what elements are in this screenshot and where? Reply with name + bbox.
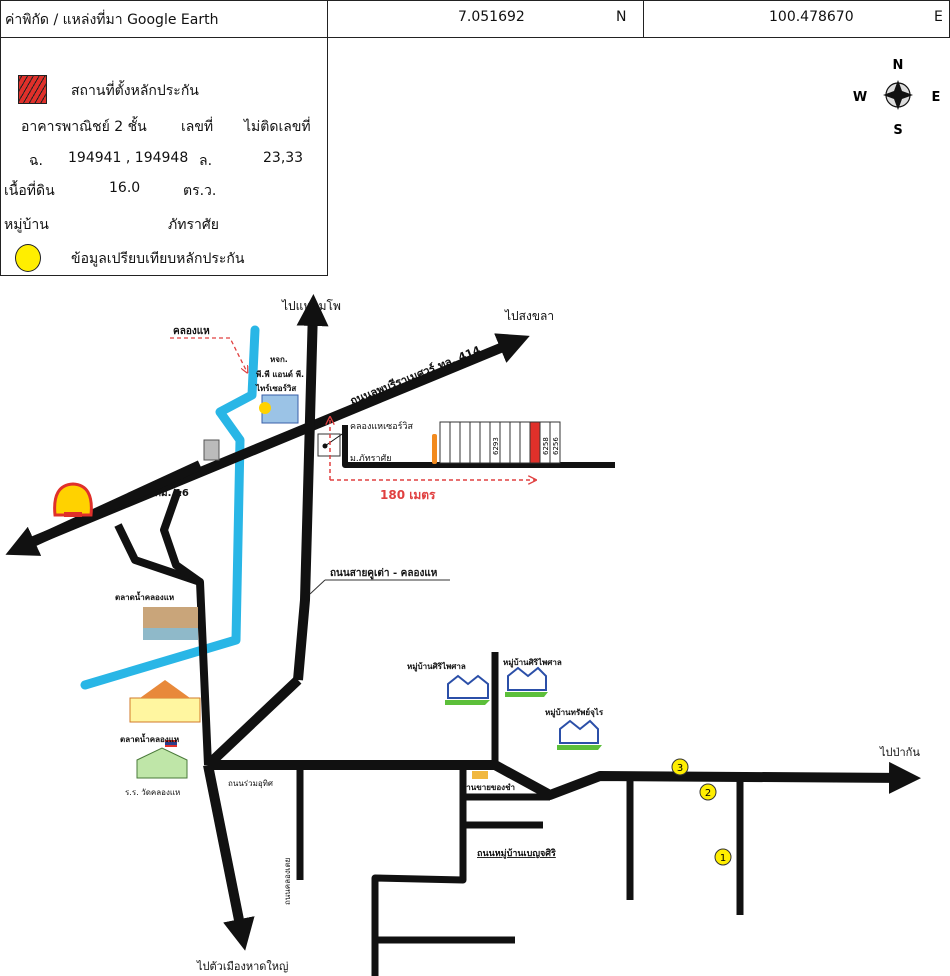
compass-s: S: [893, 123, 902, 138]
legend-house-no-label: เลขที่: [181, 119, 214, 135]
legend-comparison: ข้อมูลเปรียบเทียบหลักประกัน: [71, 251, 245, 267]
road-pattrasai: [342, 425, 615, 468]
plot-6258: 6258: [542, 437, 550, 455]
road-to-laem-pho: [293, 294, 329, 681]
plot-6293: 6293: [492, 437, 500, 455]
temple-icon: [129, 680, 201, 723]
label-canal: คลองแห: [173, 326, 210, 337]
label-ruam-uthit: ถนนร่วมอุทิศ: [228, 779, 273, 788]
label-benjasiri: ถนนหมู่บ้านเบญจศิริ: [477, 848, 556, 859]
comparison-point-1: 1: [714, 848, 732, 866]
floating-market-photo: [143, 607, 198, 640]
roads: [5, 294, 921, 976]
svg-text:1: 1: [720, 853, 726, 864]
latitude-value: 7.051692: [458, 9, 525, 25]
label-village-siri-2: หมู่บ้านศิริไพศาล: [503, 657, 562, 668]
comparison-point-3: 3: [671, 758, 689, 776]
label-school: ร.ร. วัดคลองแห: [125, 788, 180, 797]
comparison-swatch-icon: [15, 244, 41, 272]
highway-414-west: [5, 460, 203, 556]
label-floating-market-1: ตลาดน้ำคลองแห: [115, 591, 174, 602]
label-to-laem-pho: ไปแหลมโพ: [281, 299, 341, 313]
label-khlong-toei: ถนนคลองเตย: [283, 858, 292, 905]
label-village-siri-1: หมู่บ้านศิริไพศาล: [407, 661, 466, 672]
label-shop-2: พี.พี แอนด์ พี.: [256, 369, 304, 379]
shophouse-row: [439, 421, 561, 464]
legend-village-value: ภัทราศัย: [168, 217, 219, 233]
compass-n: N: [893, 58, 904, 73]
label-to-songkhla: ไปสงขลา: [504, 309, 554, 323]
compass-w: W: [853, 90, 867, 105]
legend-box: สถานที่ตั้งหลักประกัน อาคารพาณิชย์ 2 ชั้…: [0, 37, 328, 276]
legend-area-value: 16.0: [109, 180, 141, 196]
legend-deed-numbers: 194941 , 194948: [68, 150, 189, 166]
village-icon-2: [505, 666, 548, 697]
village-icon-3: [557, 719, 602, 750]
road-benjasiri: [371, 770, 467, 976]
label-floating-market-2: ตลาดน้ำคลองแห: [120, 733, 179, 744]
label-shop-1: หจก.: [270, 355, 288, 364]
compass-e: E: [932, 90, 941, 105]
collateral-plot: [529, 421, 541, 464]
legend-deed-prefix: ฉ.: [29, 153, 43, 169]
canal: [80, 325, 260, 690]
thai-flag-icon: [165, 740, 177, 747]
label-grocery: ร้านขายของชำ: [462, 782, 515, 792]
legend-lot-prefix: ล.: [199, 153, 213, 169]
km-post-icon: [203, 439, 220, 461]
label-shop-3: ไทร์เซอร์วิส: [255, 383, 296, 393]
source-label: ค่าพิกัด / แหล่งที่มา Google Earth: [5, 12, 219, 28]
shell-logo-icon: [53, 482, 93, 517]
legend-house-no-value: ไม่ติดเลขที่: [244, 119, 311, 135]
collateral-swatch-icon: [18, 75, 47, 104]
latitude-unit: N: [616, 9, 627, 25]
comparison-point-2: 2: [699, 783, 717, 801]
tire-shop-icon: [259, 394, 299, 424]
label-service: คลองแหเซอร์วิส: [350, 420, 414, 432]
label-km16: กม. 16: [155, 488, 189, 499]
legend-area-label: เนื้อที่ดิน: [4, 183, 55, 199]
label-pattrasai: ม.ภัทราศัย: [350, 454, 392, 464]
road-ku-tao: [204, 676, 302, 769]
road-to-hat-yai: [203, 764, 255, 951]
village-icon-1: [445, 674, 490, 705]
compass-icon: N S E W: [853, 58, 941, 138]
legend-lot-numbers: 23,33: [263, 150, 304, 166]
orange-marker: [432, 434, 437, 464]
label-to-pa-kan: ไปป่ากัน: [879, 746, 920, 759]
svg-text:3: 3: [677, 763, 683, 774]
label-ku-tao: ถนนสายคูเต่า - คลองแห: [330, 567, 438, 580]
road-ruam-uthit: [208, 760, 921, 800]
legend-building: อาคารพาณิชย์ 2 ชั้น: [21, 119, 147, 135]
legend-area-unit: ตร.ว.: [183, 183, 217, 199]
svg-text:2: 2: [705, 788, 711, 799]
school-icon: [136, 747, 188, 779]
longitude-unit: E: [934, 9, 943, 25]
label-highway: ถนนลพบุรีราเมศวร์ ทล. 414: [348, 343, 483, 408]
branch-road-1: [114, 523, 212, 766]
label-to-hat-yai: ไปตัวเมืองหาดใหญ่: [196, 960, 288, 973]
longitude-value: 100.478670: [769, 9, 854, 25]
grocery-icon: [472, 771, 488, 779]
legend-collateral: สถานที่ตั้งหลักประกัน: [71, 83, 199, 99]
label-distance: 180 เมตร: [380, 488, 436, 502]
branch-road-2: [160, 488, 203, 586]
latitude-cell: 7.051692 N: [327, 0, 644, 38]
label-village-sap: หมู่บ้านทรัพย์จุไร: [545, 707, 604, 718]
plot-6256: 6256: [552, 437, 560, 455]
legend-village-label: หมู่บ้าน: [4, 217, 49, 233]
